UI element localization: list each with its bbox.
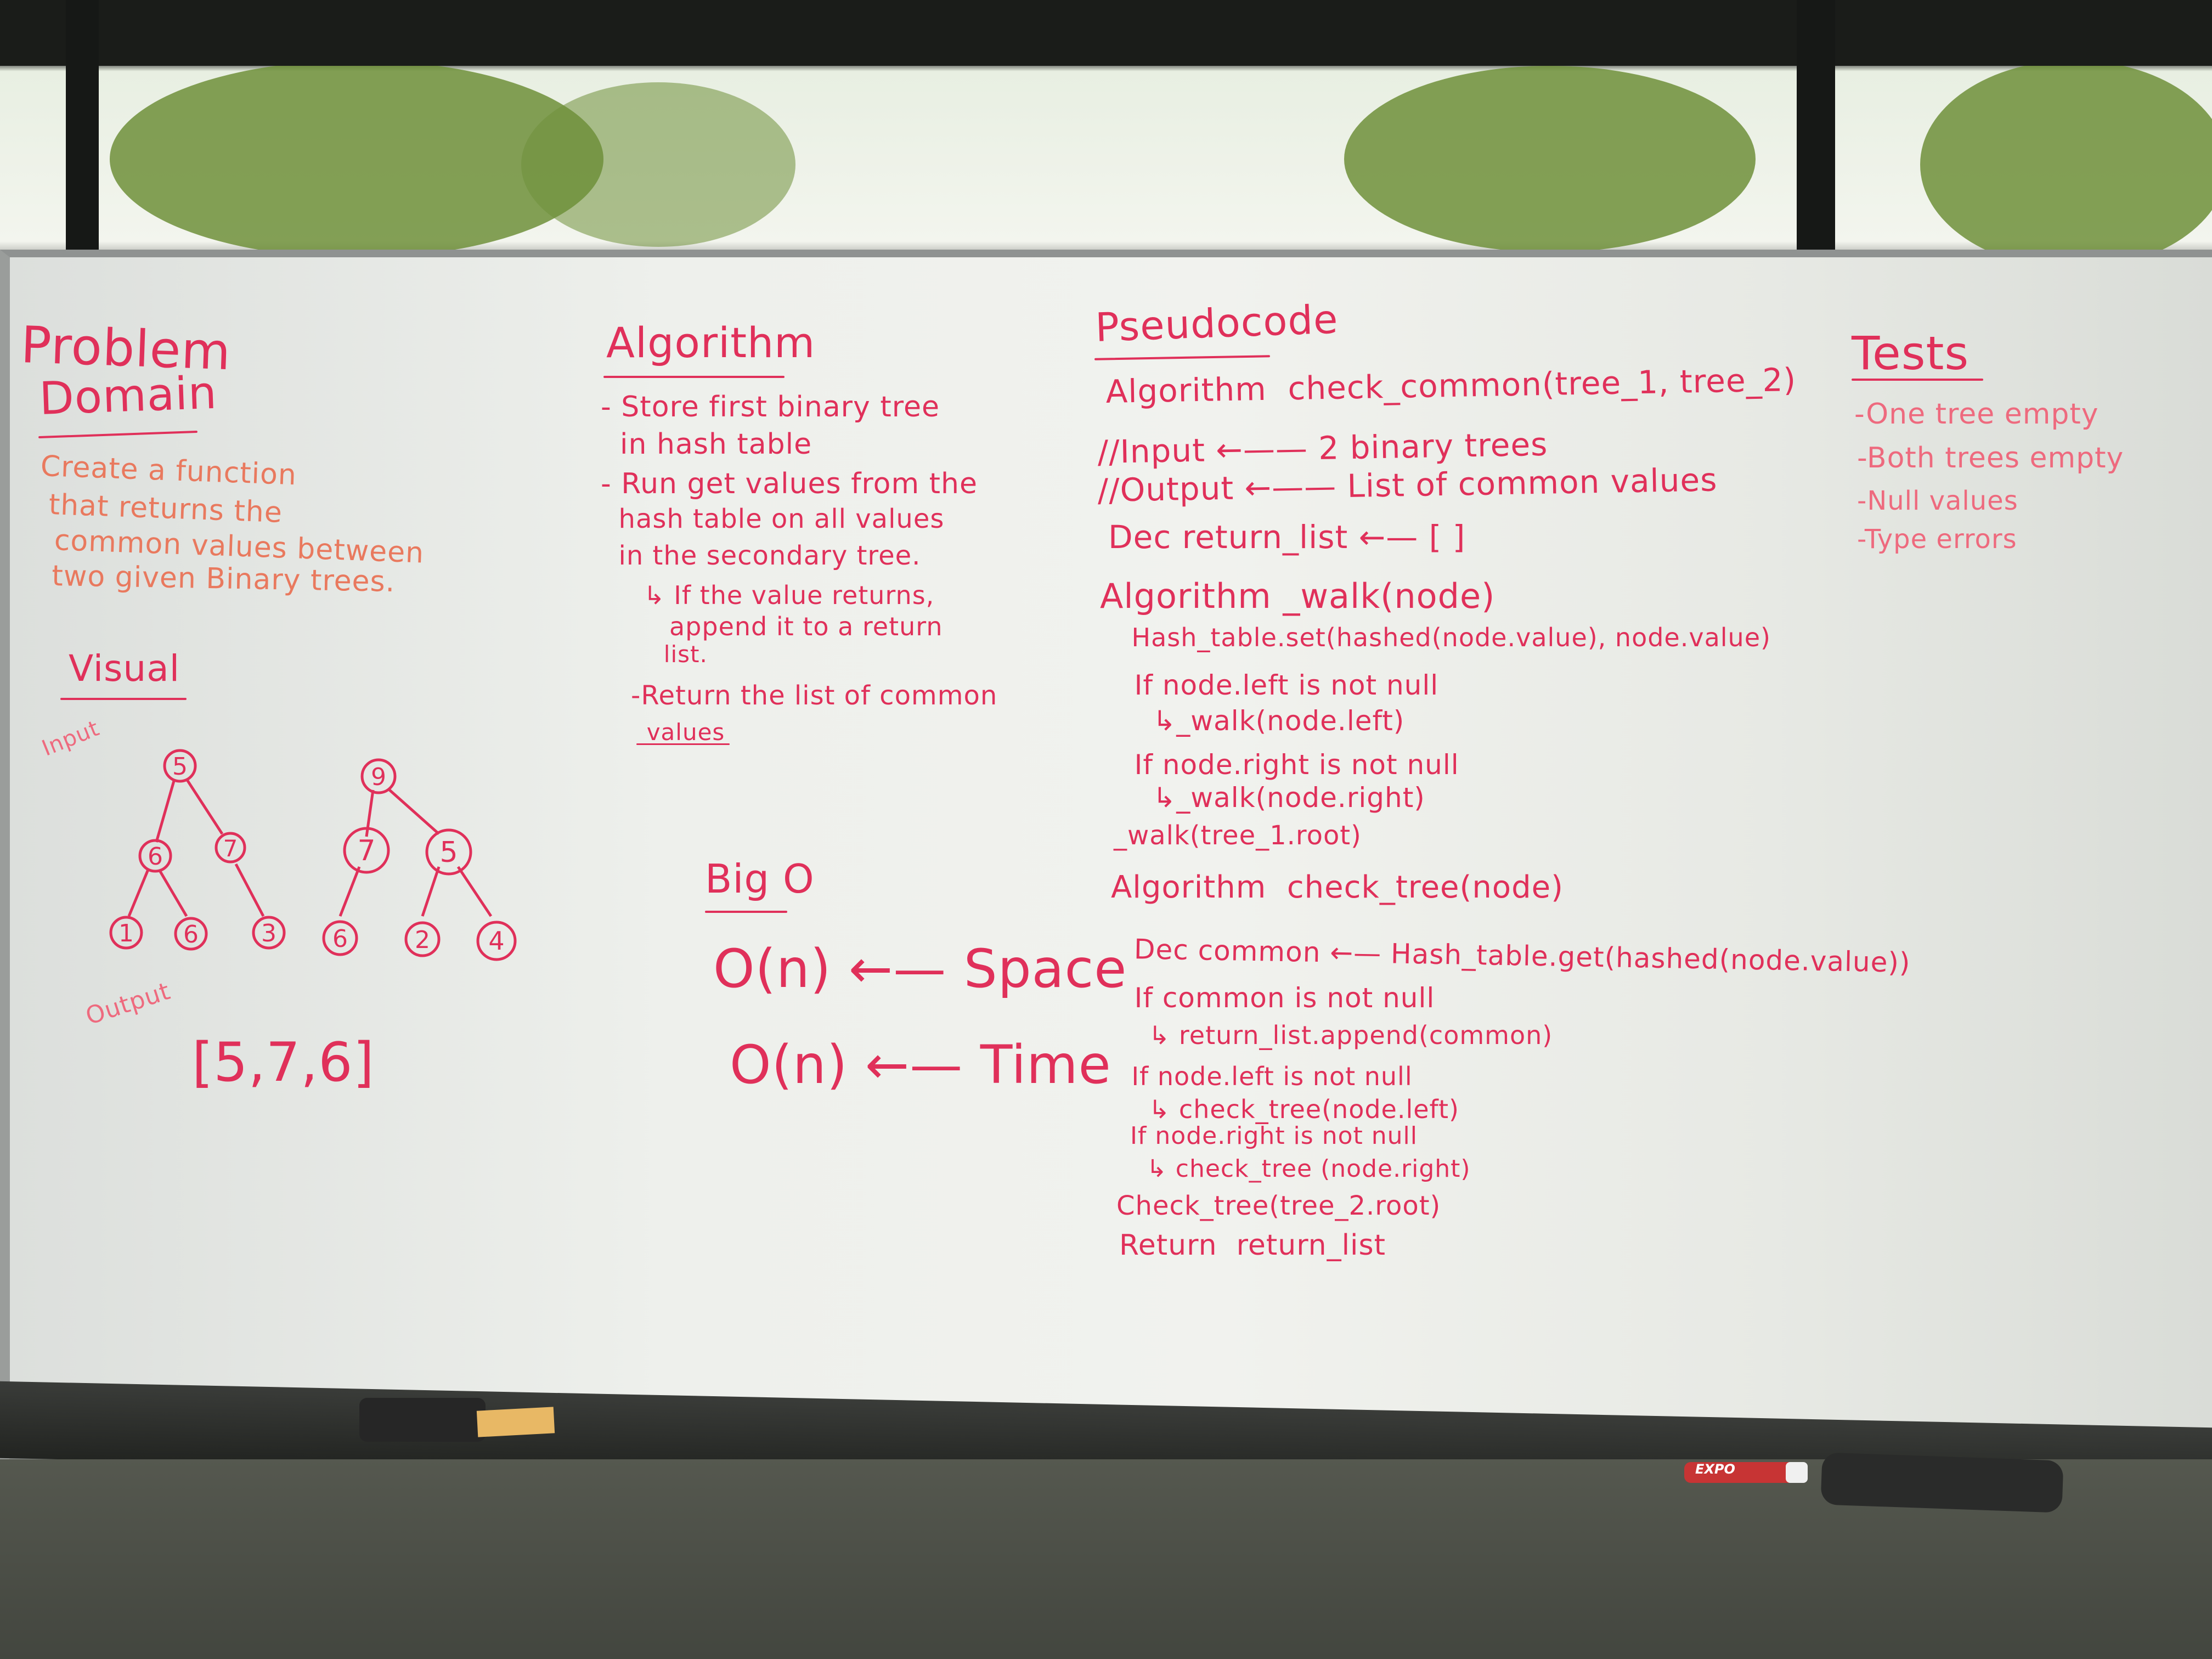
tree1-left: 6	[148, 843, 163, 871]
tree-node	[404, 921, 441, 957]
pseudocode-line: Dec return_list ←— [ ]	[1108, 518, 1466, 556]
test-item: -One tree empty	[1854, 398, 2099, 431]
pseudocode-line: //Input ←—— 2 binary trees	[1097, 425, 1548, 471]
pseudocode-line: ↳ check_tree (node.right)	[1097, 1155, 1471, 1183]
tree-node	[360, 758, 397, 794]
pseudocode-line: If node.right is not null	[1097, 749, 1459, 781]
tree1-ll: 1	[119, 919, 134, 947]
pseudocode-line: Algorithm check_tree(node)	[1111, 870, 1564, 905]
tree-node	[174, 917, 208, 951]
window-frame	[0, 0, 2212, 66]
underline	[705, 911, 787, 913]
pseudocode-line: If node.left is not null	[1097, 669, 1439, 701]
pseudocode-line: Algorithm _walk(node)	[1100, 576, 1496, 616]
tree-node	[322, 920, 358, 956]
tree-node	[252, 916, 286, 950]
algorithm-step: in hash table	[601, 428, 812, 461]
underline	[636, 743, 730, 745]
pseudocode-line: Return return_list	[1119, 1229, 1386, 1262]
marker	[1684, 1462, 1805, 1483]
tree-node	[215, 832, 246, 864]
algorithm-step: append it to a return	[601, 612, 943, 641]
window-mullion	[66, 0, 99, 263]
algorithm-step: in the secondary tree.	[601, 540, 921, 571]
marker-cap	[1786, 1462, 1808, 1483]
pseudocode-line: ↳ return_list.append(common)	[1097, 1020, 1553, 1050]
algorithm-heading: Algorithm	[606, 318, 816, 367]
whiteboard	[0, 250, 2212, 1470]
tree-node	[476, 921, 517, 961]
tree-node	[343, 827, 390, 874]
tree2-rr: 4	[488, 926, 504, 956]
algorithm-step: ↳ If the value returns,	[601, 580, 935, 610]
algorithm-step: - Store first binary tree	[601, 391, 940, 424]
tree-foliage	[1920, 60, 2212, 269]
pseudocode-heading: Pseudocode	[1094, 296, 1339, 351]
algorithm-step: hash table on all values	[601, 504, 945, 534]
algorithm-step: - Run get values from the	[601, 467, 978, 500]
eraser	[1820, 1452, 2064, 1513]
pseudocode-line: ↳_walk(node.left)	[1097, 705, 1405, 737]
tree2-root: 9	[371, 763, 386, 791]
algorithm-step: -Return the list of common	[631, 680, 998, 711]
pseudocode-line: If node.left is not null	[1097, 1062, 1413, 1091]
tree-node	[138, 839, 172, 873]
test-item: -Null values	[1857, 486, 2018, 516]
tree1-lr: 6	[183, 921, 199, 949]
pseudocode-line: If common is not null	[1097, 982, 1435, 1014]
tree2-right: 5	[439, 836, 458, 869]
pseudocode-line: ↳ check_tree(node.left)	[1097, 1094, 1459, 1124]
tree1-root: 5	[172, 753, 188, 781]
tree-node	[163, 749, 197, 783]
tree1-right: 7	[223, 835, 238, 862]
tree-foliage	[1344, 66, 1756, 252]
tree-foliage	[521, 82, 795, 247]
algorithm-step: values	[631, 719, 725, 746]
tree2-ll: 6	[332, 925, 348, 953]
tree-node	[109, 916, 143, 950]
big-o-heading: Big O	[705, 856, 815, 902]
pseudocode-line: Hash_table.set(hashed(node.value), node.…	[1097, 623, 1771, 652]
tree2-left: 7	[357, 834, 375, 867]
underline	[603, 376, 785, 378]
pseudocode-line: ↳_walk(node.right)	[1097, 782, 1425, 814]
tests-heading: Tests	[1852, 326, 1970, 380]
output-value: [5,7,6]	[192, 1031, 375, 1094]
big-o-time: O(n) ←— Time	[730, 1034, 1111, 1096]
sticky-note	[476, 1407, 555, 1437]
marker-brand: EXPO	[1695, 1462, 1735, 1477]
tree2-rl: 2	[415, 926, 430, 954]
tree-node	[425, 828, 472, 876]
visual-heading: Visual	[69, 647, 180, 690]
tree1-rr: 3	[261, 919, 276, 947]
test-item: -Type errors	[1857, 524, 2017, 555]
test-item: -Both trees empty	[1857, 442, 2124, 475]
underline	[60, 698, 187, 700]
pseudocode-line: _walk(tree_1.root)	[1114, 820, 1362, 851]
window-mullion	[1797, 0, 1835, 263]
eraser	[359, 1398, 486, 1442]
pseudocode-line: If node.right is not null	[1097, 1122, 1418, 1150]
underline	[1852, 379, 1983, 381]
algorithm-step: list.	[601, 641, 708, 668]
big-o-space: O(n) ←— Space	[713, 938, 1127, 1000]
pseudocode-line: Check_tree(tree_2.root)	[1116, 1190, 1441, 1221]
